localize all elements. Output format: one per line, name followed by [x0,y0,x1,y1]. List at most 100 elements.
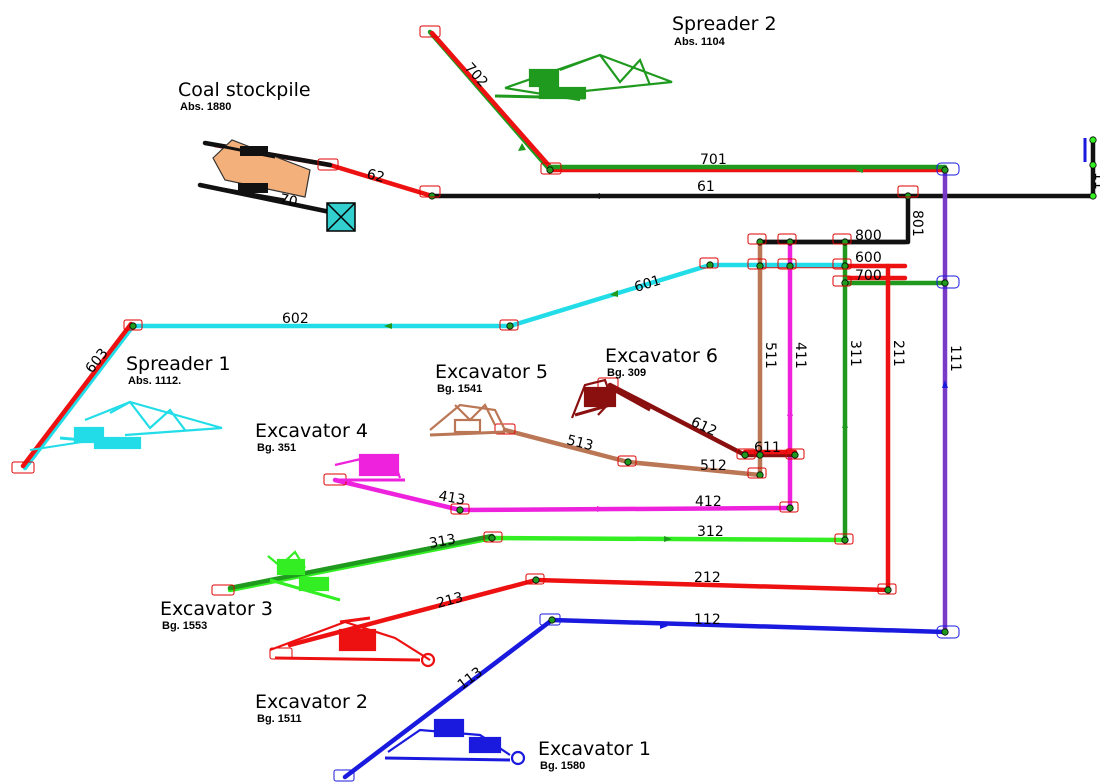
conveyor-213[interactable] [287,577,891,648]
label-800: 800 [855,228,882,244]
conveyor-801[interactable] [757,193,911,245]
node [841,536,849,544]
marker [897,185,919,198]
excavator-5-id: Bg. 1541 [437,383,482,395]
marker [499,319,519,331]
excavator-2-name: Excavator 2 [255,691,368,713]
marker [419,25,441,38]
excavator-5-name: Excavator 5 [435,361,548,383]
excavator-1-id: Bg. 1580 [540,760,585,772]
label-311: 311 [847,340,863,367]
marker [450,503,470,515]
node [741,451,749,459]
marker [211,584,235,596]
label-213: 213 [435,589,465,611]
node [756,262,764,270]
arrow [660,623,668,629]
conveyor-nodes [129,136,1097,636]
excavator-6-machine [570,378,651,419]
label-212: 212 [694,570,721,586]
excavator-4-machine [334,453,405,482]
marker [747,233,767,245]
marker [483,531,503,543]
label-602: 602 [282,311,309,327]
conveyor-413[interactable] [332,477,793,513]
node [756,471,764,479]
node [941,279,949,287]
conveyor-313-green[interactable] [227,533,495,591]
conveyor-702-red[interactable] [429,30,555,172]
marker [419,185,441,198]
label-70: 70 [278,191,299,210]
spreader-1-machine [29,400,223,451]
excavator-2-id: Bg. 1511 [257,713,302,725]
end-markers [11,25,960,782]
node [941,166,949,174]
spreader-2-id: Abs. 1104 [674,36,726,48]
arrow [384,323,392,329]
excavator-6-id: Bg. 309 [607,367,646,379]
node [456,506,464,514]
excavator-1-name: Excavator 1 [538,738,651,760]
marker [617,455,637,467]
label-412: 412 [695,494,722,510]
stockpile-shape [212,139,311,198]
arrow [942,380,948,388]
spreader-1-name: Spreader 1 [126,353,231,375]
marker [736,448,756,460]
conveyor-601[interactable] [507,262,848,329]
spreader-2-machine [494,53,673,102]
marker [123,319,143,331]
arrow [787,408,793,416]
excavator-6-name: Excavator 6 [605,345,718,367]
node [1089,192,1097,200]
bunker-icon [326,202,356,232]
excavator-3-machine [267,550,341,602]
label-611: 611 [754,440,781,456]
label-801: 801 [909,210,925,237]
excavator-4-id: Bg. 351 [257,442,296,454]
label-112: 112 [694,612,721,628]
conveyor-603-red[interactable] [20,321,134,469]
flow-arrows [384,143,948,629]
arrow [664,536,672,542]
label-313: 313 [428,532,457,552]
node [884,586,892,594]
arrow [855,167,863,173]
node [756,451,764,459]
machine-labels: Spreader 2 Abs. 1104 Coal stockpile Abs.… [126,13,777,772]
node [841,262,849,270]
excavator-3-name: Excavator 3 [160,598,273,620]
excavator-1-machine [384,718,526,766]
arrow [592,193,600,199]
marker [834,533,854,545]
stacker-body [240,146,268,156]
marker [11,461,35,474]
marker [779,501,799,513]
marker [777,233,797,245]
node [786,262,794,270]
node [129,322,137,330]
label-411: 411 [792,342,808,369]
label-701: 701 [700,152,727,168]
marker [317,158,339,171]
marker [832,233,852,245]
marker [699,257,719,269]
node [506,322,514,330]
node [428,192,436,200]
conveyor-603[interactable] [22,323,136,471]
node [791,451,799,459]
label-413: 413 [437,488,466,508]
marker [877,583,897,595]
label-312: 312 [697,524,724,540]
node [532,576,540,584]
label-512: 512 [700,458,727,474]
coal-stockpile-name: Coal stockpile [178,79,311,101]
marker [494,423,516,435]
arrow [610,290,618,297]
arrow [518,143,526,151]
node [841,279,849,287]
marker [777,258,797,270]
marker [540,162,562,175]
